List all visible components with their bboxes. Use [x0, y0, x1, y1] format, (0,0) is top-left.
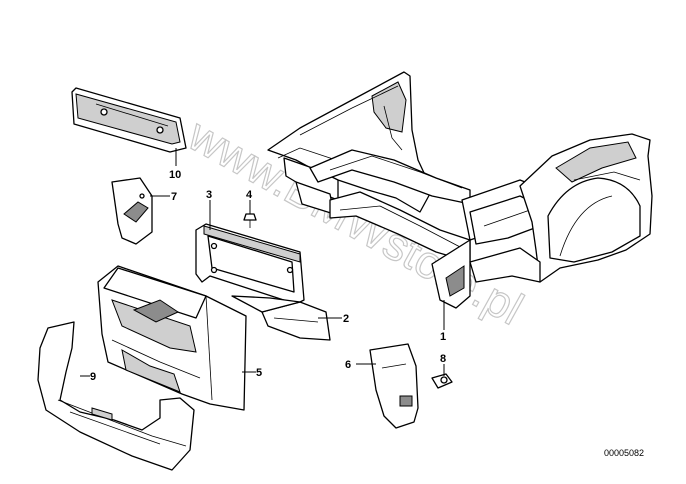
callout-8: 8	[440, 353, 446, 365]
callout-3: 3	[206, 189, 212, 201]
part-10-upper-bracket[interactable]	[71, 87, 187, 153]
callout-7: 7	[171, 191, 177, 203]
part-8-bolt[interactable]	[431, 373, 453, 389]
diagram-number: 00005082	[604, 448, 644, 458]
part-4-screw[interactable]	[243, 213, 257, 228]
callout-4: 4	[246, 189, 253, 201]
callout-labels: 1 2 3 4 5 6 7 8 9 10	[90, 169, 446, 383]
callout-5: 5	[256, 367, 262, 379]
part-5-air-duct[interactable]	[97, 265, 247, 411]
callout-2: 2	[343, 313, 349, 325]
leader-lines	[80, 148, 445, 377]
callout-10: 10	[169, 169, 181, 181]
callout-6: 6	[345, 359, 351, 371]
callout-9: 9	[90, 371, 96, 383]
part-1-front-body-frame[interactable]	[267, 71, 653, 309]
part-9-lower-splash-shield[interactable]	[37, 321, 195, 471]
part-6-side-plate[interactable]	[369, 343, 419, 429]
callout-1: 1	[440, 331, 446, 343]
part-7-small-plate[interactable]	[111, 177, 153, 245]
part-2-lower-bracket[interactable]	[231, 295, 331, 341]
part-3-radiator-support-frame[interactable]	[195, 223, 305, 305]
